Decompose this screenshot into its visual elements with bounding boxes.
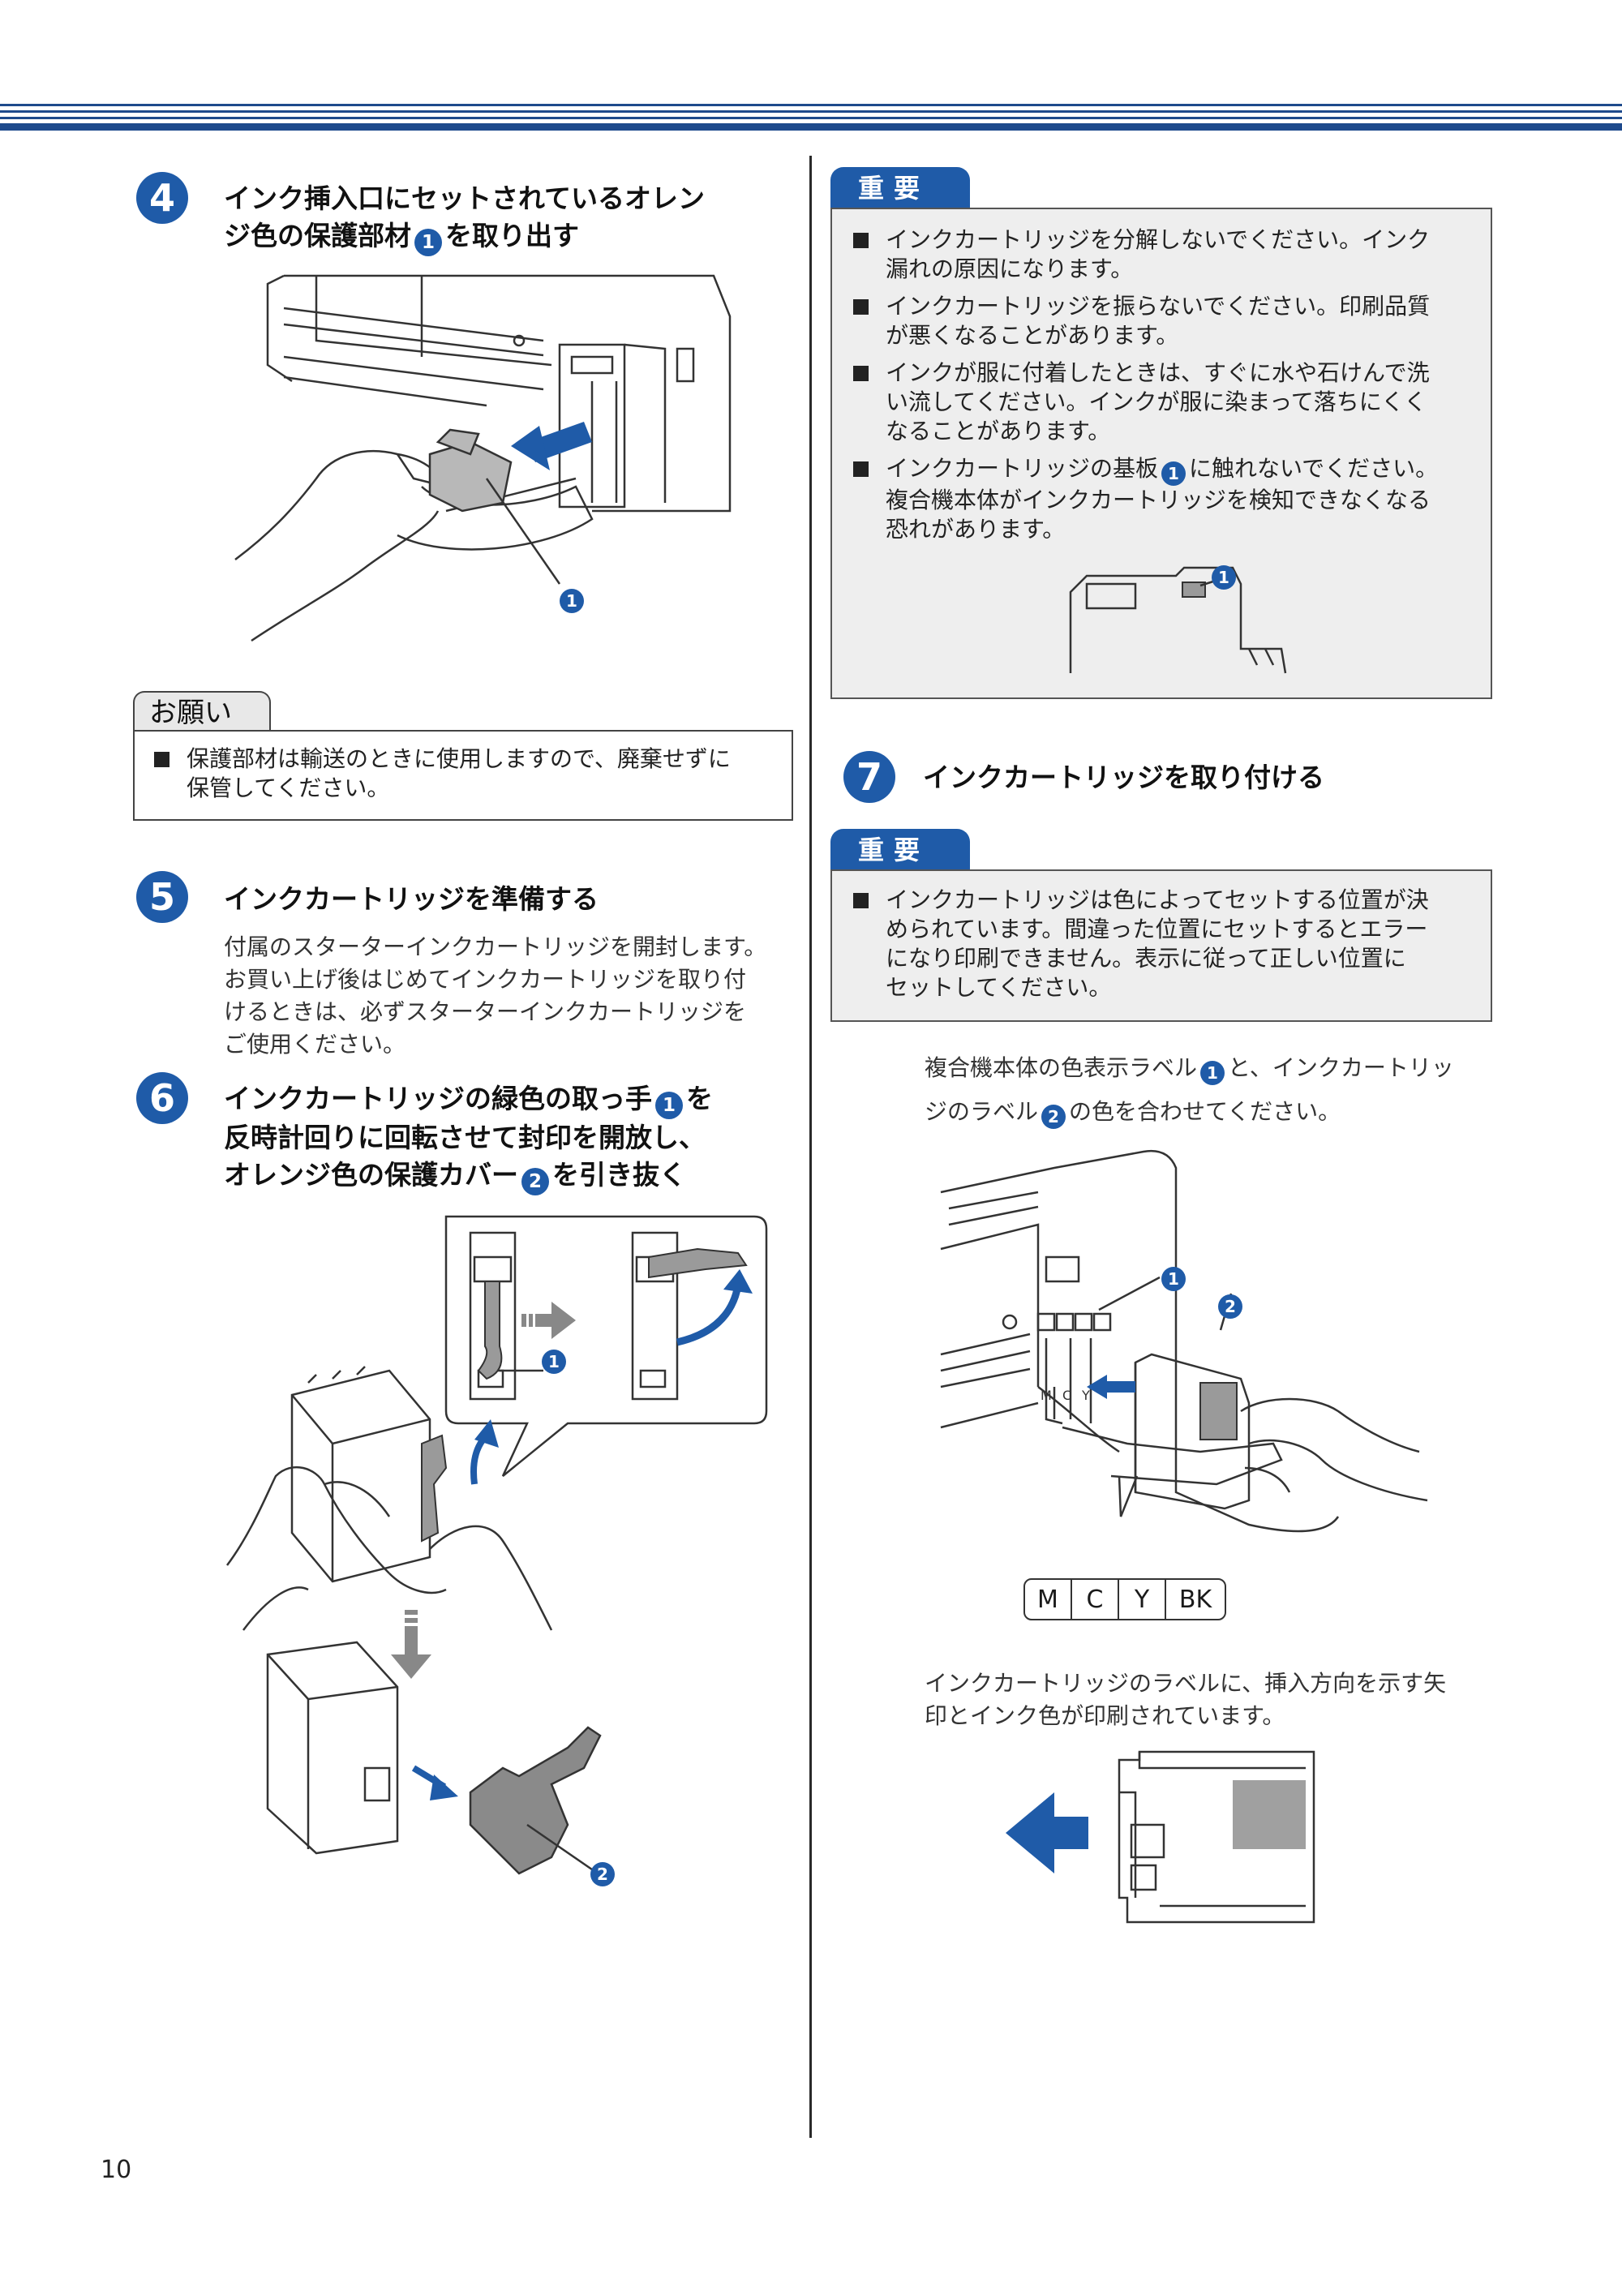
important-item-line: が悪くなることがあります。 bbox=[886, 322, 1179, 349]
important-item-line: インクカートリッジを分解しないでください。インク bbox=[886, 226, 1431, 253]
callout-2: 2 bbox=[590, 1862, 615, 1886]
important-item: インクが服に付着したときは、すぐに水や石けんで洗 い流してください。インクが服に… bbox=[850, 358, 1473, 446]
label-text: 複合機本体の色表示ラベル bbox=[925, 1054, 1198, 1081]
step-4-title-text-end: を取り出す bbox=[445, 220, 579, 251]
label-text-end: と、インクカートリッ bbox=[1228, 1054, 1454, 1081]
step-5-title: インクカートリッジを準備する bbox=[224, 883, 599, 915]
important-item-text-end: に触れないでください。 bbox=[1189, 455, 1439, 482]
page-number: 10 bbox=[101, 2156, 132, 2184]
important-item: インクカートリッジを振らないでください。印刷品質 が悪くなることがあります。 bbox=[850, 292, 1473, 350]
important-item-text: インクカートリッジの基板 bbox=[886, 455, 1159, 482]
important-item-line: セットしてください。 bbox=[886, 974, 1112, 1001]
cartridge-chip-illustration bbox=[1069, 566, 1287, 674]
marker-1: 1 bbox=[1161, 461, 1186, 486]
request-line2: 保管してください。 bbox=[187, 775, 390, 801]
color-label-y: Y bbox=[1119, 1580, 1166, 1619]
ink-color-label-area bbox=[1233, 1780, 1306, 1849]
step-6-number: 6 bbox=[136, 1072, 188, 1124]
arrow-label-line: 印とインク色が印刷されています。 bbox=[925, 1702, 1285, 1729]
callout-1: 1 bbox=[542, 1350, 566, 1374]
important-item-line: なることがあります。 bbox=[886, 418, 1111, 444]
request-tab: お願い bbox=[133, 691, 271, 732]
svg-text:C: C bbox=[1062, 1388, 1071, 1403]
step-7-number: 7 bbox=[843, 751, 895, 803]
step-4-number: 4 bbox=[136, 172, 188, 224]
color-label-strip: M C Y BK bbox=[1023, 1578, 1226, 1620]
callout-2: 2 bbox=[1218, 1294, 1242, 1319]
callout-1: 1 bbox=[1212, 565, 1236, 590]
step-6-title-text: オレンジ色の保護カバー bbox=[224, 1159, 518, 1191]
important-tab: 重要 bbox=[830, 167, 970, 209]
important-item-line: 複合機本体がインクカートリッジを検知できなくなる bbox=[886, 487, 1431, 513]
label-text: ジのラベル bbox=[925, 1098, 1039, 1125]
marker-1: 1 bbox=[1200, 1061, 1225, 1085]
callout-1: 1 bbox=[1161, 1267, 1186, 1291]
marker-1: 1 bbox=[414, 229, 442, 256]
step-6-title-text-end: を bbox=[686, 1083, 713, 1114]
cartridge-install-illustration: M C Y bbox=[940, 1149, 1428, 1533]
important-box: インクカートリッジを分解しないでください。インク 漏れの原因になります。 インク… bbox=[830, 208, 1492, 699]
request-item: 保護部材は輸送のときに使用しますので、廃棄せずに 保管してください。 bbox=[151, 745, 775, 803]
color-label-bk: BK bbox=[1178, 1585, 1212, 1614]
important-item: インクカートリッジは色によってセットする位置が決 められています。間違った位置に… bbox=[850, 886, 1473, 1002]
step-5-body-line: けるときは、必ずスターターインクカートリッジを bbox=[224, 998, 747, 1025]
step-5-body-line: ご使用ください。 bbox=[224, 1031, 406, 1058]
cartridge-unseal-illustration bbox=[225, 1215, 768, 1877]
important-item: インクカートリッジを分解しないでください。インク 漏れの原因になります。 bbox=[850, 225, 1473, 284]
step-5-number: 5 bbox=[136, 871, 188, 923]
color-label-m: M bbox=[1025, 1580, 1072, 1619]
arrow-label-text: インクカートリッジのラベルに、挿入方向を示す矢 印とインク色が印刷されています。 bbox=[925, 1667, 1508, 1732]
column-divider bbox=[809, 156, 812, 2138]
step-4-title-text: ジ色の保護部材 bbox=[224, 220, 411, 251]
marker-2: 2 bbox=[1041, 1105, 1066, 1129]
marker-1: 1 bbox=[655, 1092, 683, 1119]
svg-text:M: M bbox=[1041, 1388, 1052, 1403]
request-box: 保護部材は輸送のときに使用しますので、廃棄せずに 保管してください。 bbox=[133, 730, 793, 821]
important-item-line: インクカートリッジを振らないでください。印刷品質 bbox=[886, 293, 1431, 320]
label-text-end: の色を合わせてください。 bbox=[1069, 1098, 1341, 1125]
protective-part-removal-illustration bbox=[234, 274, 732, 642]
step-7-title: インクカートリッジを取り付ける bbox=[923, 762, 1324, 793]
marker-2: 2 bbox=[521, 1168, 549, 1195]
important-item-line: インクカートリッジは色によってセットする位置が決 bbox=[886, 886, 1429, 913]
step-5-body-line: 付属のスターターインクカートリッジを開封します。 bbox=[224, 933, 767, 960]
cartridge-label-illustration bbox=[1006, 1750, 1315, 1924]
step-5-body: 付属のスターターインクカートリッジを開封します。 お買い上げ後はじめてインクカー… bbox=[224, 931, 800, 1061]
step-6-title-text: インクカートリッジの緑色の取っ手 bbox=[224, 1083, 652, 1114]
important-box: インクカートリッジは色によってセットする位置が決 められています。間違った位置に… bbox=[830, 869, 1492, 1022]
important-tab: 重要 bbox=[830, 829, 970, 871]
header-rule bbox=[0, 104, 1622, 133]
important-item-line: 恐れがあります。 bbox=[886, 516, 1066, 543]
step-6-title-line2: 反時計回りに回転させて封印を開放し、 bbox=[224, 1122, 706, 1153]
color-label-c: C bbox=[1072, 1580, 1119, 1619]
callout-1: 1 bbox=[560, 589, 584, 613]
insert-direction-arrow-icon bbox=[1006, 1792, 1088, 1873]
important-item-line: い流してください。インクが服に染まって落ちにくく bbox=[886, 388, 1427, 415]
important-item-line: められています。間違った位置にセットするとエラー bbox=[886, 916, 1428, 942]
svg-text:Y: Y bbox=[1081, 1388, 1090, 1403]
request-line1: 保護部材は輸送のときに使用しますので、廃棄せずに bbox=[187, 745, 731, 772]
step-4-title-line1: インク挿入口にセットされているオレン bbox=[224, 182, 706, 214]
important-item-line: になり印刷できません。表示に従って正しい位置に bbox=[886, 945, 1406, 972]
step-5-body-line: お買い上げ後はじめてインクカートリッジを取り付 bbox=[224, 966, 747, 993]
important-item-line: インクが服に付着したときは、すぐに水や石けんで洗 bbox=[886, 359, 1430, 386]
important-item-line: 漏れの原因になります。 bbox=[886, 255, 1134, 282]
arrow-label-line: インクカートリッジのラベルに、挿入方向を示す矢 bbox=[925, 1670, 1447, 1697]
step-6-title-text-end: を引き抜く bbox=[552, 1159, 686, 1191]
